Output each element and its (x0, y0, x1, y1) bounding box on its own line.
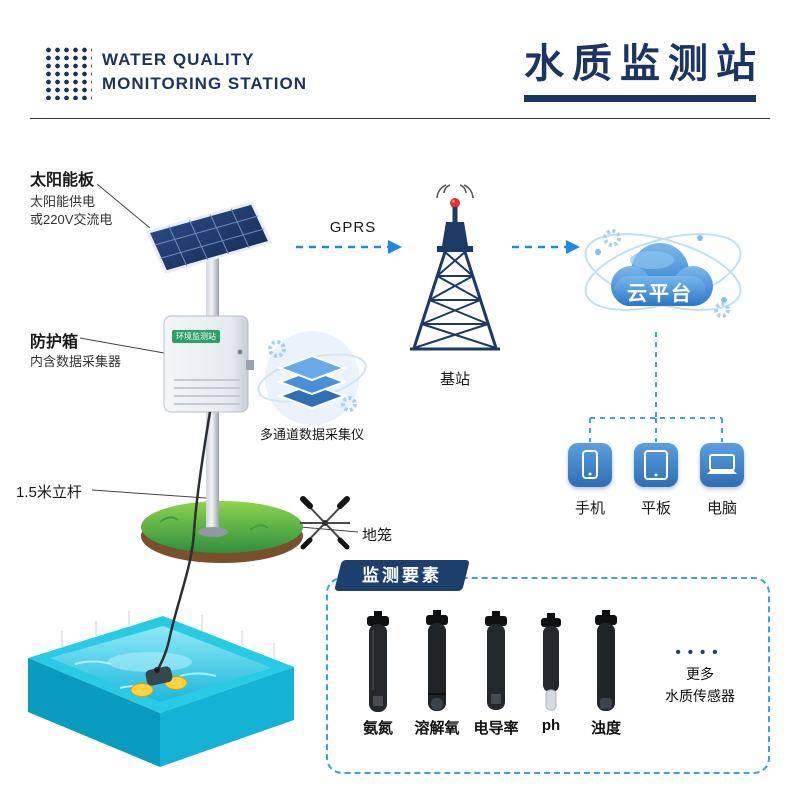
probe-dissolved-oxygen-icon (426, 610, 448, 711)
phone-icon (568, 443, 612, 487)
title-en: WATER QUALITY MONITORING STATION (102, 48, 307, 96)
more-sensors-line1: 更多 (686, 666, 714, 682)
solar-panel-label: 太阳能板 (30, 172, 95, 189)
probe-conductivity-icon (485, 611, 507, 710)
enclosure-screen-label: 环境监测站 (172, 330, 220, 343)
title-en-line2: MONITORING STATION (102, 74, 307, 93)
base-station-label: 基站 (439, 371, 470, 388)
collector-label: 多通道数据采集仪 (259, 427, 364, 442)
monitor-elements-panel (326, 577, 770, 774)
pool-illustration (28, 611, 294, 767)
tablet-icon (634, 443, 678, 487)
more-sensors-line2: 水质传感器 (665, 688, 735, 704)
laptop-icon (700, 443, 744, 487)
dot-matrix-logo (44, 46, 92, 100)
gprs-label: GPRS (329, 219, 377, 236)
probe-turbidity-icon (595, 610, 617, 711)
data-collector-icon (257, 331, 367, 425)
cloud-device-connectors (589, 332, 723, 442)
sensor-label-ammonia: 氨氮 (362, 720, 393, 737)
probe-ph-icon (541, 613, 561, 711)
more-sensors-dots: •••• (675, 644, 725, 661)
sensor-label-ph: ph (541, 717, 561, 734)
gprs-arrow (296, 240, 402, 254)
cage-label: 地笼 (362, 527, 393, 544)
monitor-elements-title: 监测要素 (362, 566, 442, 585)
page-title: 水质监测站 (524, 42, 764, 86)
sensor-cable (155, 411, 212, 673)
sensor-label-dissolved-o2: 溶解氧 (414, 720, 460, 737)
title-zh-wrap: 水质监测站 (524, 40, 756, 102)
pole-label: 1.5米立杆 (16, 484, 82, 501)
enclosure-label: 防护箱 (30, 334, 79, 351)
header-divider (30, 118, 770, 119)
pump-icon (130, 666, 188, 697)
cloud-platform-icon (584, 229, 742, 318)
solar-desc-line2: 或220V交流电 (30, 212, 113, 227)
laptop-label: 电脑 (706, 500, 737, 517)
base-station-tower-icon (410, 184, 500, 351)
sensor-label-conductivity: 电导率 (473, 720, 519, 737)
cage-icon (300, 496, 350, 550)
title-en-line1: WATER QUALITY (102, 50, 255, 69)
probe-ammonia-icon (367, 611, 389, 712)
title-underline (524, 95, 756, 102)
enclosure-desc: 内含数据采集器 (30, 354, 122, 369)
tower-to-cloud-arrow (512, 240, 580, 254)
monitor-elements-title-pill: 监测要素 (334, 560, 470, 591)
sensor-probes-illustration (367, 610, 617, 712)
cloud-platform-label: 云平台 (627, 283, 693, 305)
solar-panel-icon (145, 201, 273, 274)
tablet-label: 平板 (640, 500, 671, 517)
solar-desc-line1: 太阳能供电 (30, 194, 96, 209)
phone-label: 手机 (574, 500, 605, 517)
sensor-label-turbidity: 浊度 (590, 720, 621, 737)
